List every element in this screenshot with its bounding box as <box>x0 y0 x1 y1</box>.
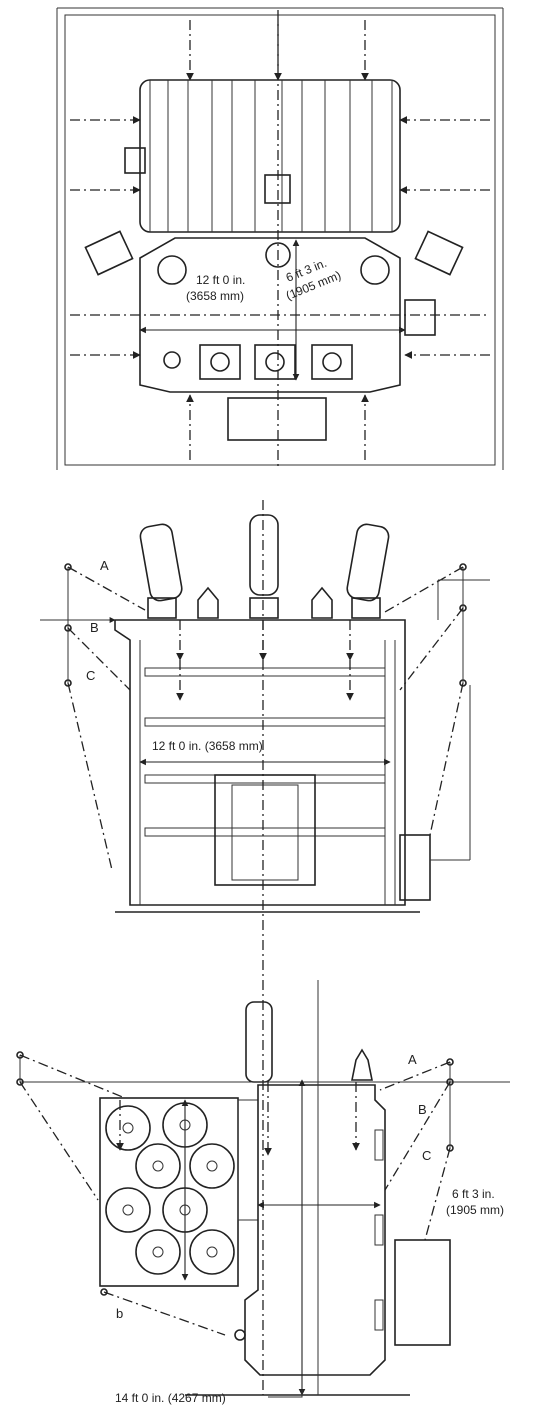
side-left-clearance <box>16 1051 226 1336</box>
side-control-cabinet <box>394 1239 451 1346</box>
side-view: A B C b 6 ft 3 in. (1905 mm) 14 ft 0 in.… <box>16 980 510 1405</box>
lv-bushing-box-3 <box>311 344 353 380</box>
right-attachment <box>414 230 464 276</box>
front-width-label: 12 ft 0 in. (3658 mm) <box>152 739 263 753</box>
top-clearance-boundary <box>64 14 496 466</box>
front-label-b: B <box>90 620 99 635</box>
side-depth-label: 6 ft 3 in. <box>452 1187 495 1201</box>
front-control-cabinet <box>214 774 316 886</box>
side-radiator-tubes <box>105 1102 235 1275</box>
side-radiator-frame <box>99 1097 239 1287</box>
front-right-clearance <box>384 563 490 861</box>
hv-bushing-1 <box>157 255 187 285</box>
front-tank-outline <box>114 619 406 906</box>
side-depth-metric-label: (1905 mm) <box>446 1203 504 1217</box>
control-cabinet <box>227 397 327 441</box>
top-width-label: 12 ft 0 in. <box>196 273 245 287</box>
radiator-bank <box>139 79 401 233</box>
side-tank-outline <box>244 1084 386 1376</box>
front-hv-bushings <box>139 514 390 619</box>
front-view: A B C 12 ft 0 in. (3658 mm) <box>40 500 490 1395</box>
side-hv-bushing <box>245 1001 273 1083</box>
side-height-label: 14 ft 0 in. (4267 mm) <box>115 1391 226 1405</box>
front-label-c: C <box>86 668 95 683</box>
top-view: 12 ft 0 in. (3658 mm) 6 ft 3 in. (1905 m… <box>56 7 504 470</box>
side-label-b: B <box>418 1102 427 1117</box>
top-width-metric-label: (3658 mm) <box>186 289 244 303</box>
hv-bushing-3 <box>360 255 390 285</box>
front-left-clearance <box>40 563 146 871</box>
side-label-a: A <box>408 1052 417 1067</box>
top-clearance-arrows <box>70 20 490 460</box>
side-label-c: C <box>422 1148 431 1163</box>
left-attachment <box>84 230 134 276</box>
lv-bushing-box-1 <box>199 344 241 380</box>
hv-bushing-2 <box>265 242 291 268</box>
radiator-fins <box>149 80 393 232</box>
front-label-a: A <box>100 558 109 573</box>
side-right-clearance <box>379 1058 454 1241</box>
side-label-b-small: b <box>116 1306 123 1321</box>
